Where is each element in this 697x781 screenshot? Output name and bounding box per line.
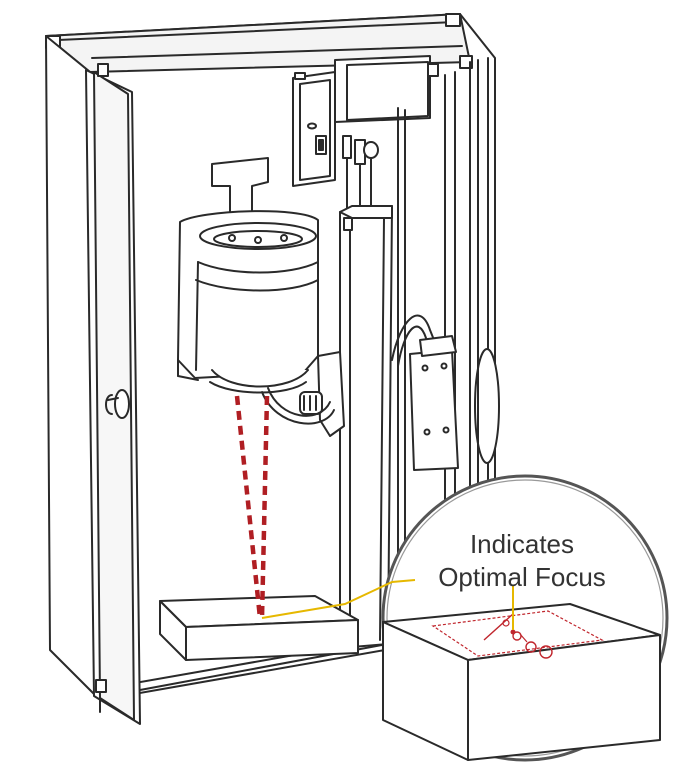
side-handle xyxy=(474,348,500,464)
control-box xyxy=(292,55,439,211)
callout-leader xyxy=(261,579,514,630)
callout-label-line1: Indicates xyxy=(470,529,574,559)
focus-laser-beams xyxy=(234,395,270,619)
laser-head xyxy=(177,157,345,437)
cabinet-door xyxy=(45,35,141,725)
laser-beam-right xyxy=(259,395,270,619)
laser-beam-left xyxy=(234,395,263,619)
cabinet-frame xyxy=(45,13,496,713)
focus-pattern-mark xyxy=(431,610,604,659)
callout-label-line2: Optimal Focus xyxy=(438,562,606,592)
lift-column xyxy=(339,107,406,649)
inset-block xyxy=(382,603,661,761)
side-module xyxy=(391,314,459,471)
